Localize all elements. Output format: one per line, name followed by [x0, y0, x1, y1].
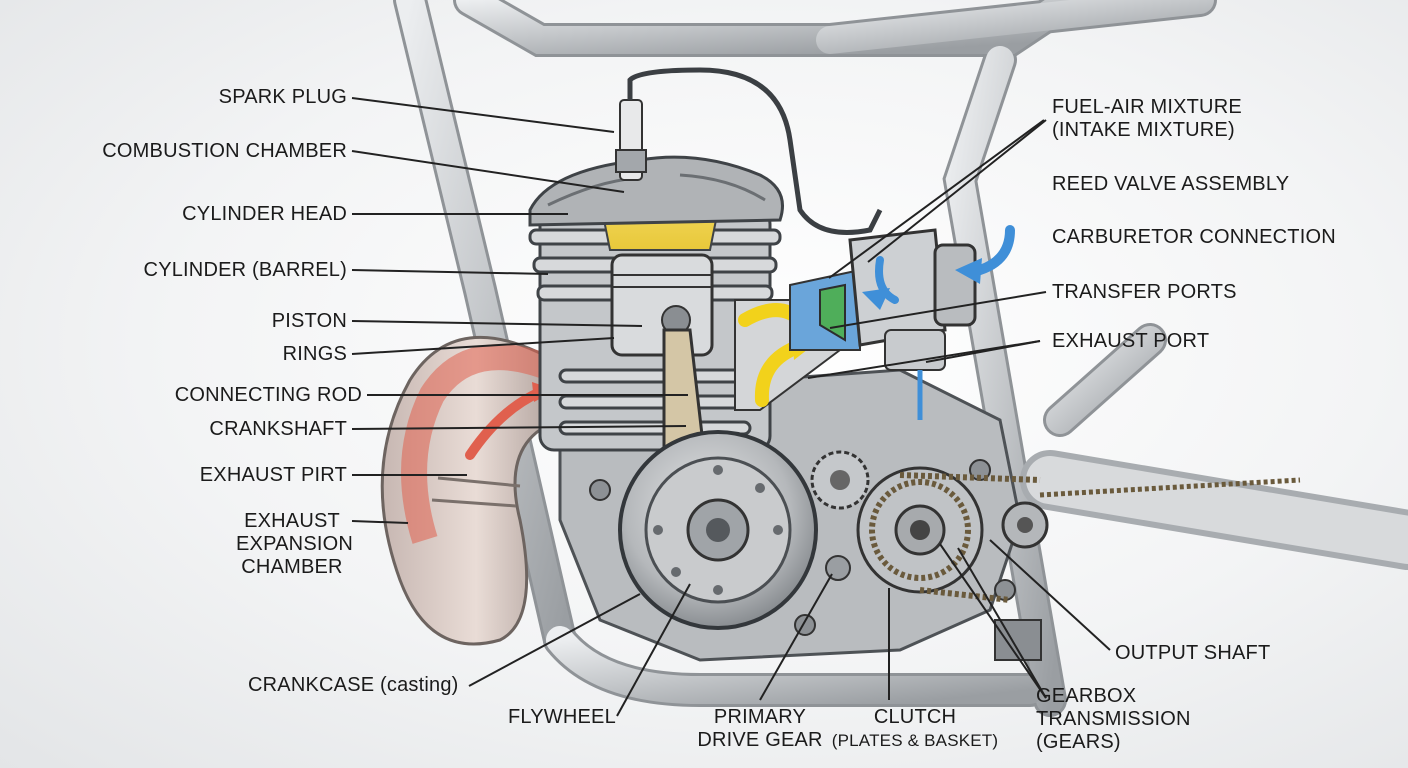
label-exhaust-pirt: EXHAUST PIRT — [199, 464, 347, 486]
label-clutch-line2: (PLATES & BASKET) — [831, 731, 999, 750]
label-primary-line2: DRIVE GEAR — [697, 729, 823, 751]
label-cylinder-barrel: CYLINDER (BARREL) — [143, 259, 347, 281]
label-rings: RINGS — [282, 343, 347, 365]
label-gearbox-line1: GEARBOX — [1036, 685, 1137, 707]
flywheel-drawing — [618, 430, 818, 630]
label-clutch: CLUTCH (PLATES & BASKET) — [820, 706, 1010, 752]
label-crankshaft: CRANKSHAFT — [209, 418, 347, 440]
label-carburetor: CARBURETOR CONNECTION — [1052, 226, 1336, 248]
label-gearbox-line2: TRANSMISSION — [1036, 708, 1191, 730]
label-connecting-rod: CONNECTING ROD — [174, 384, 362, 406]
label-cylinder-head: CYLINDER HEAD — [182, 203, 347, 225]
label-transfer-ports: TRANSFER PORTS — [1052, 281, 1237, 303]
leader-lines — [351, 97, 1111, 717]
frame — [393, 0, 1408, 717]
label-piston: PISTON — [271, 310, 347, 332]
label-gearbox: GEARBOX TRANSMISSION (GEARS) — [1036, 685, 1191, 754]
label-spark-plug: SPARK PLUG — [218, 86, 347, 108]
label-exhaust-port: EXHAUST PORT — [1052, 330, 1210, 352]
label-fuel-air-line2: (INTAKE MIXTURE) — [1052, 119, 1235, 141]
spark-plug-drawing — [615, 67, 883, 235]
label-crankcase: CRANKCASE (casting) — [248, 674, 459, 696]
label-primary-line1: PRIMARY — [713, 706, 807, 728]
label-fuel-air-mixture: FUEL-AIR MIXTURE (INTAKE MIXTURE) — [1052, 96, 1242, 142]
label-exhaust-expansion-line2: EXPANSION — [236, 533, 354, 555]
label-combustion-chamber: COMBUSTION CHAMBER — [102, 140, 347, 162]
label-flywheel: FLYWHEEL — [508, 706, 616, 728]
label-primary-drive-gear: PRIMARY DRIVE GEAR — [690, 706, 830, 752]
label-fuel-air-line1: FUEL-AIR MIXTURE — [1052, 96, 1242, 118]
label-exhaust-expansion-line1: EXHAUST — [244, 510, 340, 532]
label-exhaust-expansion-line3: CHAMBER — [241, 556, 343, 578]
cylinder-head — [528, 155, 784, 227]
label-output-shaft: OUTPUT SHAFT — [1115, 642, 1271, 664]
label-gearbox-line3: (GEARS) — [1036, 731, 1121, 753]
label-clutch-line1: CLUTCH — [873, 706, 957, 728]
label-exhaust-expansion-chamber: EXHAUST EXPANSION CHAMBER — [236, 510, 354, 579]
label-reed-valve: REED VALVE ASSEMBLY — [1052, 173, 1290, 195]
